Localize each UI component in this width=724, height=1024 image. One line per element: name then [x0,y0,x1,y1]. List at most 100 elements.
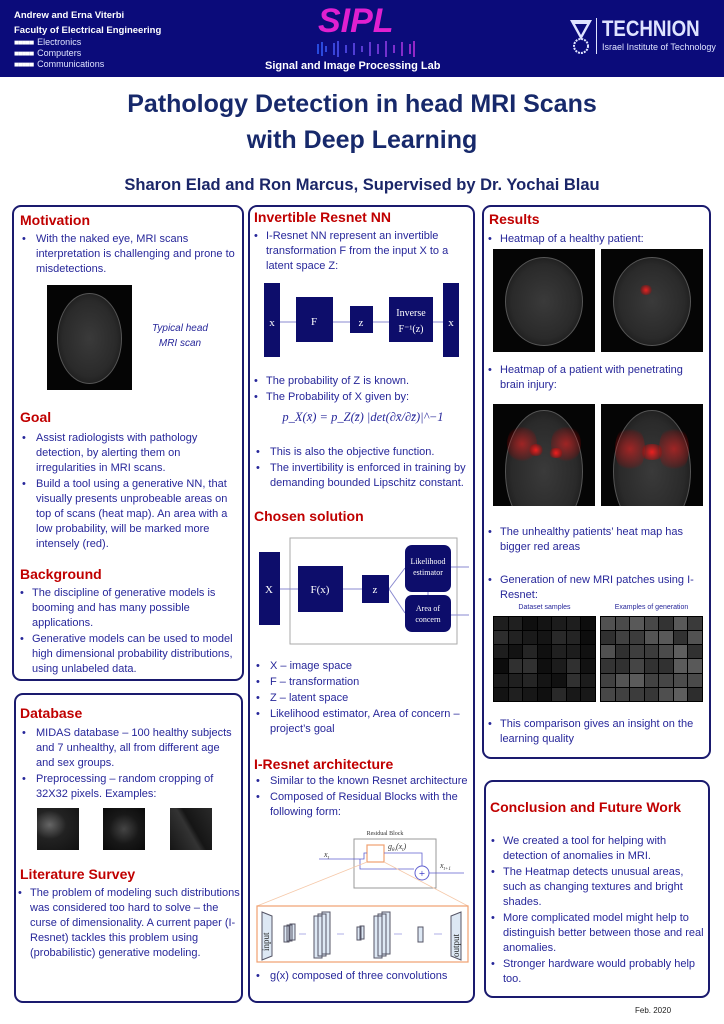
bullet: This comparison gives an insight on the … [486,717,708,747]
label: t [328,856,330,861]
sipl-logo: SIPL [318,2,394,40]
bullet: Heatmap of a healthy patient: [486,232,708,247]
bullet: Preprocessing – random cropping of 32X32… [20,772,238,802]
injury-heatmap-image-2 [601,404,703,506]
patch-tile [630,631,644,645]
patch-tile [601,659,615,673]
input-label: input [261,932,271,951]
bullet: Assist radiologists with pathology detec… [20,431,238,476]
patch-tile [566,673,581,687]
patch-tile [581,673,595,687]
bullet: Z – latent space [254,691,472,706]
department-computers: Computers [37,48,82,58]
department-communications: Communications [37,59,105,69]
patch-tile [508,631,523,645]
label: F [311,316,317,328]
department-list: ■■■■■Electronics ■■■■■Computers ■■■■■Com… [14,37,105,69]
patch-tile [566,617,581,631]
bullet: MIDAS database – 100 healthy subjects an… [20,726,238,771]
chosen-solution-bullets: X – image space F – transformation Z – l… [254,659,472,738]
patch-tile [523,645,537,659]
patch-tile [630,617,644,631]
z-block [362,575,389,603]
conclusion-heading: Conclusion and Future Work [490,799,682,815]
patch-tile [644,687,659,701]
patch-tile [615,659,630,673]
bullet: Generation of new MRI patches using I-Re… [486,573,708,603]
patch-tile [537,631,552,645]
label: X [265,584,273,596]
invertible-heading: Invertible Resnet NN [254,209,391,225]
invertible-bullets: I-Resnet NN represent an invertible tran… [252,229,472,275]
architecture-bullets: Similar to the known Resnet architecture… [254,774,472,821]
patch-tile [508,687,523,701]
patch-tile [581,687,595,701]
likelihood-estimator-block [405,545,451,592]
patch-tile [688,631,702,645]
patch-tile [688,687,702,701]
bullet: More complicated model might help to dis… [489,911,707,956]
label: x [323,850,328,859]
patch-tile [537,673,552,687]
goal-bullets: Assist radiologists with pathology detec… [20,431,238,553]
poster-title-line2: with Deep Learning [246,126,478,154]
bullet: Stronger hardware would probably help to… [489,957,707,987]
bullet: We created a tool for helping with detec… [489,834,707,864]
label: z [359,317,364,329]
label: x [448,317,454,329]
bullet: Similar to the known Resnet architecture [254,774,472,789]
bullet: The Heatmap detects unusual areas, such … [489,865,707,910]
department-electronics: Electronics [37,37,82,47]
faculty-line2: Faculty of Electrical Engineering [14,25,162,36]
bullet: Likelihood estimator, Area of concern – … [254,707,472,737]
background-heading: Background [20,566,102,582]
bullet: The problem of modeling such distributio… [16,886,240,961]
bullet: The discipline of generative models is b… [18,586,240,631]
typical-mri-image [47,285,132,390]
healthy-heatmap-image-2 [601,249,703,352]
patch-tile [688,659,702,673]
patch-tile [537,645,552,659]
label: g [388,842,392,851]
area-of-concern-block [405,595,451,632]
bullet: With the naked eye, MRI scans interpreta… [20,232,238,277]
patch-tile [644,673,659,687]
header-banner: Andrew and Erna Viterbi Faculty of Elect… [0,0,724,77]
patch-tile [523,631,537,645]
svg-text:xt: xt [323,850,330,861]
mri-patch-example [103,808,145,850]
technion-emblem-icon [570,20,592,54]
label: Residual Block [367,831,404,837]
database-heading: Database [20,705,83,721]
patch-tile [552,617,566,631]
patch-tile [688,645,702,659]
patch-tile [581,659,595,673]
background-bullets: The discipline of generative models is b… [18,586,240,678]
svg-text:xt+1: xt+1 [439,861,451,872]
patch-tile [581,617,595,631]
results-heading: Results [489,211,540,227]
patch-tile [659,687,673,701]
patch-tile [601,687,615,701]
fx-block [298,566,343,612]
patch-tile [659,631,673,645]
results-bullets-b: Heatmap of a patient with penetrating br… [486,363,708,394]
patch-tile [494,659,508,673]
patch-tile [615,673,630,687]
svg-text:+: + [419,868,425,880]
bullet: X – image space [254,659,472,674]
literature-bullets: The problem of modeling such distributio… [16,886,240,962]
generation-examples-grid [600,616,703,702]
patch-tile [581,645,595,659]
literature-heading: Literature Survey [20,866,136,882]
patch-tile [659,659,673,673]
motivation-bullets: With the naked eye, MRI scans interpreta… [20,232,238,278]
goal-heading: Goal [20,409,52,425]
patch-tile [630,645,644,659]
patch-tile [673,617,688,631]
patch-tile [537,687,552,701]
invertible-flow-diagram: x F z Inverse F⁻¹(z) x [264,283,459,357]
database-bullets: MIDAS database – 100 healthy subjects an… [20,726,238,803]
patch-tile [673,673,688,687]
patch-tile [566,659,581,673]
